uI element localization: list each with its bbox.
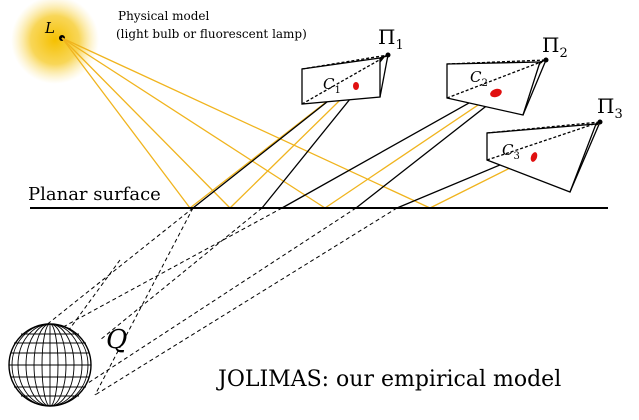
light-glow (11, 0, 99, 84)
camera-2-edge (446, 59, 547, 99)
planar-surface-label: Planar surface (28, 184, 161, 205)
light-source: L (11, 0, 99, 84)
camera-3: C3 Π3 (486, 94, 623, 193)
camera-2-plane-label: Π2 (542, 33, 568, 61)
camera-3-center-point (597, 119, 603, 125)
camera-2-center-point (543, 57, 549, 63)
camera-1-edge (379, 54, 389, 98)
camera-2-edge (446, 59, 547, 65)
sphere-label: Q (106, 325, 127, 355)
projection-line (39, 207, 194, 331)
camera-3-edge (569, 121, 601, 193)
camera-3-edge (486, 121, 601, 134)
incident-ray (61, 37, 231, 209)
camera-2: C2 Π2 (446, 33, 568, 116)
incident-ray (61, 37, 191, 209)
camera-1-plane-label: Π1 (378, 25, 404, 53)
camera-1-edge (301, 54, 389, 105)
light-label: L (44, 19, 55, 37)
camera-2-center-label: C2 (470, 68, 488, 89)
incident-ray (61, 37, 431, 209)
camera-1: C1 Π1 (301, 25, 404, 105)
projection-line (29, 207, 283, 346)
sphere: Q (8, 323, 127, 407)
projection-line (99, 207, 263, 341)
camera-2-highlight (490, 88, 502, 98)
projection-line (61, 207, 357, 401)
camera-3-center-label: C3 (502, 141, 520, 162)
camera-1-image-plane (301, 57, 381, 105)
sphere-grid (9, 323, 91, 407)
projection-line (94, 207, 398, 396)
camera-3-plane-label: Π3 (597, 94, 623, 122)
light-model-subtitle: (light bulb or fluorescent lamp) (116, 27, 307, 41)
camera-2-edge (522, 59, 547, 116)
projection-line (94, 207, 194, 396)
camera-1-center-point (385, 52, 391, 58)
incident-rays (61, 37, 431, 209)
light-model-title: Physical model (118, 9, 209, 23)
incident-ray (61, 37, 326, 209)
projection-lines (24, 207, 398, 401)
camera-1-edge (301, 54, 389, 70)
camera-3-highlight (530, 152, 538, 162)
camera-1-highlight (353, 82, 359, 90)
caption: JOLIMAS: our empirical model (216, 367, 561, 392)
camera-1-center-label: C1 (323, 75, 341, 96)
